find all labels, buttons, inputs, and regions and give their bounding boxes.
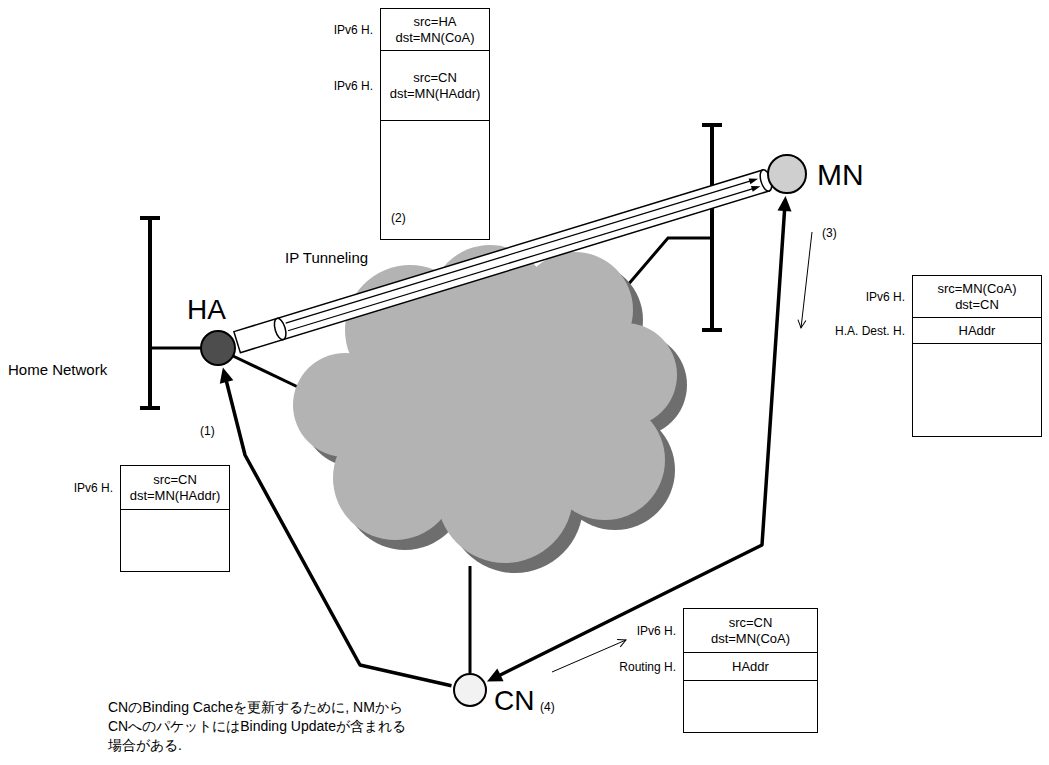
- packet-box: (2) IPv6 H.src=HA dst=MN(CoA)IPv6 H.src=C…: [380, 8, 490, 240]
- header-field: H.A. Dest. H.HAddr: [913, 318, 1041, 344]
- direction-arrow: [801, 232, 812, 328]
- header-content: src=CN dst=MN(CoA): [701, 615, 801, 647]
- bar-cap: [140, 406, 160, 410]
- link-wire: [469, 566, 472, 673]
- host-node: MN: [767, 154, 807, 194]
- header-content: HAddr: [927, 323, 1027, 339]
- header-field: IPv6 H.src=CN dst=MN(CoA): [684, 609, 817, 653]
- header-field: IPv6 H.src=CN dst=MN(HAddr): [381, 51, 489, 121]
- note-text: CNのBinding Cacheを更新するために, NMからCNへのパケットには…: [108, 698, 418, 755]
- edge-connector: [220, 367, 452, 685]
- header-content: src=HA dst=MN(CoA): [385, 14, 485, 46]
- bar-cap: [140, 216, 160, 220]
- arrow-head: [220, 367, 234, 383]
- host-name: MN: [817, 158, 864, 193]
- packet-box: IPv6 H.src=MN(CoA) dst=CNH.A. Dest. H.HA…: [912, 275, 1042, 437]
- header-name: H.A. Dest. H.: [835, 323, 905, 337]
- host-node: HA: [200, 330, 236, 366]
- header-field: IPv6 H.src=MN(CoA) dst=CN: [913, 276, 1041, 318]
- link-wire: [233, 356, 300, 388]
- header-name: IPv6 H.: [334, 22, 373, 36]
- packet-box: IPv6 H.src=CN dst=MN(CoA)Routing H.HAddr: [683, 608, 818, 733]
- header-field: Routing H.HAddr: [684, 653, 817, 681]
- header-name: IPv6 H.: [334, 78, 373, 92]
- route-line: [226, 379, 452, 686]
- header-name: IPv6 H.: [637, 623, 676, 637]
- callout-number: (1): [200, 424, 215, 438]
- header-field: IPv6 H.src=HA dst=MN(CoA): [381, 9, 489, 51]
- header-content: src=CN dst=MN(HAddr): [125, 472, 225, 504]
- tunnel-ring: [272, 317, 288, 341]
- network-bar: [710, 125, 714, 330]
- header-field: IPv6 H.src=CN dst=MN(HAddr): [121, 466, 229, 510]
- header-content: src=MN(CoA) dst=CN: [927, 281, 1027, 313]
- header-content: HAddr: [701, 659, 801, 675]
- header-name: IPv6 H.: [74, 480, 113, 494]
- edge-connector: [234, 168, 774, 352]
- header-name: Routing H.: [619, 659, 676, 673]
- route-line: [498, 208, 785, 676]
- annotation: IP Tunneling: [285, 249, 368, 267]
- callout-number: (2): [391, 211, 406, 225]
- tunnel-arrow: [286, 180, 753, 323]
- host-name: HA: [187, 294, 226, 326]
- bar-cap: [702, 123, 722, 127]
- arrow-head: [487, 669, 504, 682]
- callout-number: (3): [822, 226, 837, 240]
- network-name: Home Network: [8, 361, 107, 379]
- host-name: CN: [494, 685, 534, 717]
- arrow-head: [778, 196, 792, 211]
- link-wire: [152, 347, 201, 350]
- internet-cloud: [293, 245, 677, 563]
- tunnel-pipe: [234, 170, 769, 353]
- header-name: IPv6 H.: [866, 289, 905, 303]
- packet-box: IPv6 H.src=CN dst=MN(HAddr): [120, 465, 230, 572]
- bar-cap: [702, 328, 722, 332]
- header-content: src=CN dst=MN(HAddr): [385, 70, 485, 102]
- network-bar: [148, 218, 152, 408]
- callout-number: (4): [540, 700, 555, 714]
- host-node: CN: [453, 673, 487, 707]
